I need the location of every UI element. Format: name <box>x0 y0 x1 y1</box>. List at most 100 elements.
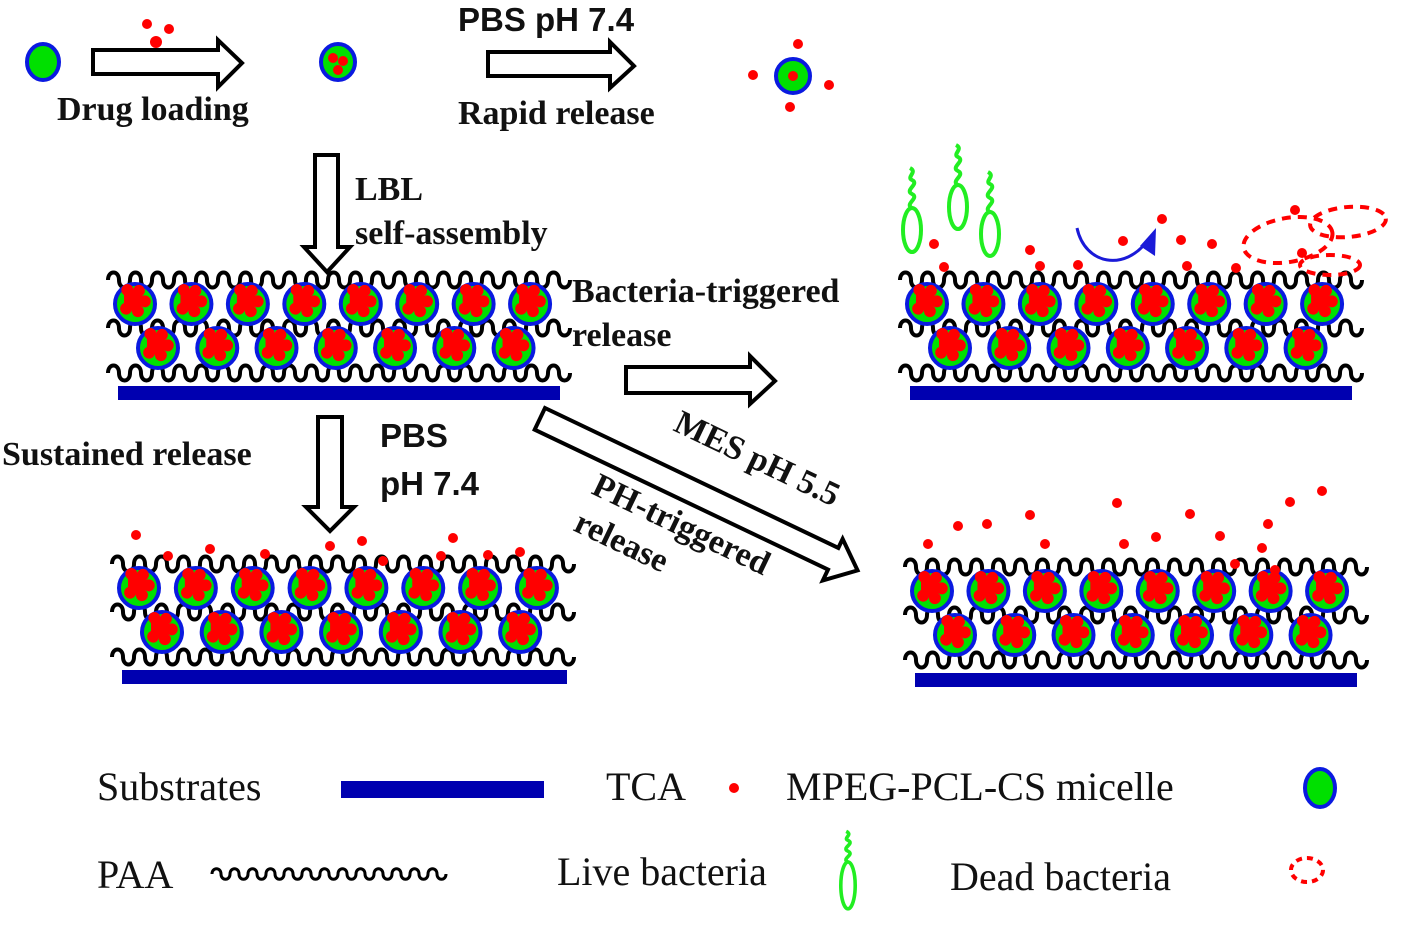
drug-loaded-micelle <box>225 282 270 326</box>
tca-molecule <box>448 533 458 543</box>
tca-molecule <box>1073 260 1083 270</box>
pbs-ph74-top-label: PBS pH 7.4 <box>458 1 635 38</box>
drug-loaded-micelle <box>1051 613 1096 657</box>
released-drug-molecules <box>923 486 1327 575</box>
bacteria-triggered-film <box>898 270 1364 400</box>
tca-molecule <box>923 539 933 549</box>
tca-molecule <box>1176 235 1186 245</box>
tca-molecule <box>205 544 215 554</box>
drug-loaded-micelle <box>313 326 358 370</box>
tca-molecule <box>1035 261 1045 271</box>
drug-loaded-micelle <box>338 282 383 326</box>
live-bacterium <box>979 170 1001 258</box>
paa-layer <box>110 554 576 574</box>
dead-bacterium <box>1241 214 1335 266</box>
tca-molecule <box>1290 205 1300 215</box>
released-drug-molecules <box>131 530 525 566</box>
drug-loaded-micelle <box>319 610 364 654</box>
tca-molecule <box>1207 239 1217 249</box>
live-bacteria-group <box>901 143 1001 258</box>
drug-loaded-micelle <box>195 326 240 370</box>
drug-loaded-micelle <box>282 282 327 326</box>
drug-loading-arrow <box>91 35 245 92</box>
tca-molecule <box>163 551 173 561</box>
drug-loaded-micelle <box>230 566 275 610</box>
tca-molecule <box>436 551 446 561</box>
tca-molecule <box>953 521 963 531</box>
tca-molecule <box>1317 486 1327 496</box>
drug-loaded-micelle <box>373 326 418 370</box>
tca-molecule <box>982 519 992 529</box>
drug-loaded-micelle <box>905 282 949 326</box>
bacteria-triggered-label: Bacteria-triggered <box>572 273 840 310</box>
legend-micelle-label: MPEG-PCL-CS micelle <box>786 764 1174 809</box>
legend-live-bacterium-icon <box>838 829 858 911</box>
drug-loaded-micelle <box>1079 569 1124 613</box>
ph74-mid-label: pH 7.4 <box>380 465 480 502</box>
live-bacterium <box>947 143 969 231</box>
drug-loaded-micelle <box>173 566 218 610</box>
tca-molecule <box>1157 214 1167 224</box>
drug-loading-label: Drug loading <box>57 91 249 128</box>
dead-bacterium <box>1298 253 1362 277</box>
tca-molecule <box>1215 531 1225 541</box>
drug-loaded-micelle <box>1022 569 1067 613</box>
legend: Substrates TCA MPEG-PCL-CS micelle PAA L… <box>97 764 1337 911</box>
tca-molecule <box>1151 532 1161 542</box>
drug-loaded-micelle <box>1283 326 1328 370</box>
tca-molecule <box>1285 497 1295 507</box>
tca-molecule <box>483 550 493 560</box>
legend-tca-dot <box>729 783 739 793</box>
tca-molecule <box>1025 510 1035 520</box>
tca-molecule <box>1025 245 1035 255</box>
drug-loaded-micelle <box>140 610 184 654</box>
tca-molecule <box>357 536 367 546</box>
legend-dead-bacterium-icon <box>1289 856 1325 884</box>
drug-loaded-micelle <box>378 610 423 654</box>
drug-loaded-micelle <box>458 566 503 610</box>
tca-molecule <box>929 239 939 249</box>
paa-layer <box>903 650 1369 670</box>
drug-loaded-micelle <box>319 42 357 82</box>
paa-layer <box>898 270 1364 290</box>
drug-loaded-micelle <box>1248 569 1293 613</box>
drug-loaded-micelle <box>1243 282 1288 326</box>
substrate <box>118 386 560 400</box>
drug-loaded-micelle <box>1110 613 1155 657</box>
tca-molecule <box>1270 565 1280 575</box>
drug-loaded-micelle <box>966 569 1011 613</box>
drug-molecules-loading <box>142 19 174 48</box>
drug-loaded-micelle <box>933 613 977 657</box>
lbl-assembly-arrow <box>299 153 355 275</box>
substrate <box>910 386 1352 400</box>
legend-live-bacteria-label: Live bacteria <box>557 849 767 894</box>
tca-molecule <box>131 530 141 540</box>
empty-micelle <box>25 42 61 82</box>
drug-loaded-micelle <box>254 326 299 370</box>
drug-loaded-micelle <box>1224 326 1269 370</box>
tca-molecule <box>1182 261 1192 271</box>
live-bacterium <box>901 166 923 254</box>
tca-molecule <box>1119 539 1129 549</box>
self-assembly-label: self-assembly <box>355 215 548 252</box>
drug-loaded-micelle <box>1105 326 1150 370</box>
substrate <box>122 670 567 684</box>
drug-loaded-micelle <box>1135 569 1180 613</box>
paa-layer <box>903 557 1369 577</box>
drug-loaded-micelle <box>1300 282 1345 326</box>
tca-molecule <box>1231 263 1241 273</box>
drug-loaded-micelle <box>1187 282 1232 326</box>
ph-triggered-film <box>903 557 1369 687</box>
drug-loaded-micelle <box>136 326 180 370</box>
sustained-release-film <box>110 554 576 684</box>
paa-layer <box>110 647 576 667</box>
drug-loaded-micelle <box>259 610 304 654</box>
legend-dead-bacteria-label: Dead bacteria <box>950 854 1171 899</box>
tca-molecule <box>1112 498 1122 508</box>
tca-molecule <box>1263 519 1273 529</box>
tca-molecule <box>325 541 335 551</box>
lbl-label: LBL <box>355 171 423 208</box>
paa-layer <box>106 363 572 383</box>
bacteria-triggered-arrow <box>624 351 778 409</box>
